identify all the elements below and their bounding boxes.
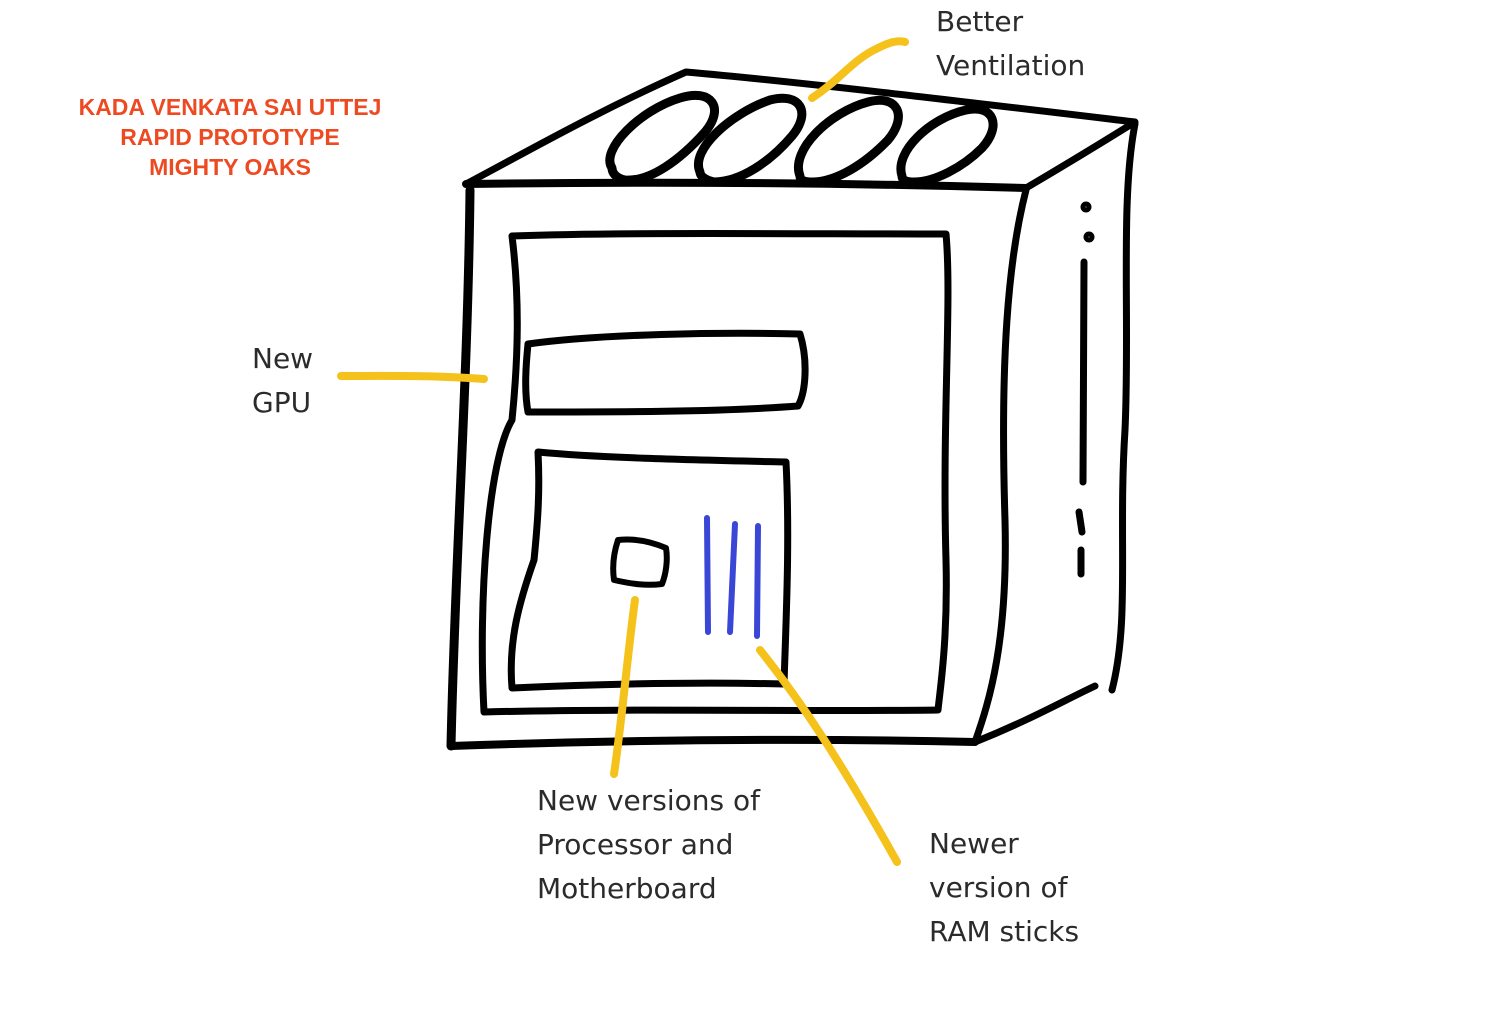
case-front-left-edge <box>446 185 475 751</box>
ram-callout-line <box>756 646 901 866</box>
ram-sticks <box>704 515 761 639</box>
ram-stick-3 <box>754 523 761 639</box>
gpu-label: New GPU <box>252 337 313 425</box>
case-front-bottom-edge <box>447 735 979 750</box>
ventilation-callout-line <box>808 37 909 102</box>
team-name: MIGHTY OAKS <box>149 154 311 180</box>
gpu-callout-line <box>337 371 488 383</box>
processor-chip <box>610 536 670 588</box>
gpu-label-line-2: GPU <box>252 386 312 419</box>
ram-label-line-3: RAM sticks <box>929 915 1080 948</box>
ram-stick-1 <box>704 515 711 635</box>
gpu-label-line-1: New <box>252 342 314 375</box>
case-top-face <box>462 68 1139 192</box>
ram-stick-2 <box>727 521 738 635</box>
case-top-front-edge <box>462 178 1030 192</box>
processor-label-line-3: Motherboard <box>537 872 717 905</box>
ventilation-label-line-1: Better <box>936 5 1024 38</box>
side-dot-2 <box>1083 231 1095 243</box>
ram-label: Newer version of RAM sticks <box>929 822 1079 954</box>
ventilation-label: Better Ventilation <box>936 0 1085 88</box>
processor-label-line-1: New versions of <box>537 784 761 817</box>
case-side-right-edge <box>1108 120 1139 694</box>
author-name: KADA VENKATA SAI UTTEJ <box>78 94 382 120</box>
top-ventilation-fans <box>605 90 998 187</box>
case-front-right-edge <box>971 186 1030 746</box>
side-slot-short-1 <box>1075 508 1086 536</box>
processor-callout-line <box>610 596 639 778</box>
author-title-block: KADA VENKATA SAI UTTEJ RAPID PROTOTYPE M… <box>40 92 420 182</box>
ventilation-label-line-2: Ventilation <box>936 49 1086 82</box>
ram-label-line-2: version of <box>929 871 1068 904</box>
side-slot-long <box>1079 258 1088 486</box>
side-dot-1 <box>1080 201 1092 213</box>
processor-label-line-2: Processor and <box>537 828 734 861</box>
inner-panel <box>478 230 952 716</box>
case-side-bottom-edge <box>971 682 1099 746</box>
motherboard <box>507 448 792 692</box>
ram-label-line-1: Newer <box>929 827 1019 860</box>
project-type: RAPID PROTOTYPE <box>120 124 340 150</box>
gpu-card <box>522 329 809 416</box>
processor-motherboard-label: New versions of Processor and Motherboar… <box>537 779 760 911</box>
